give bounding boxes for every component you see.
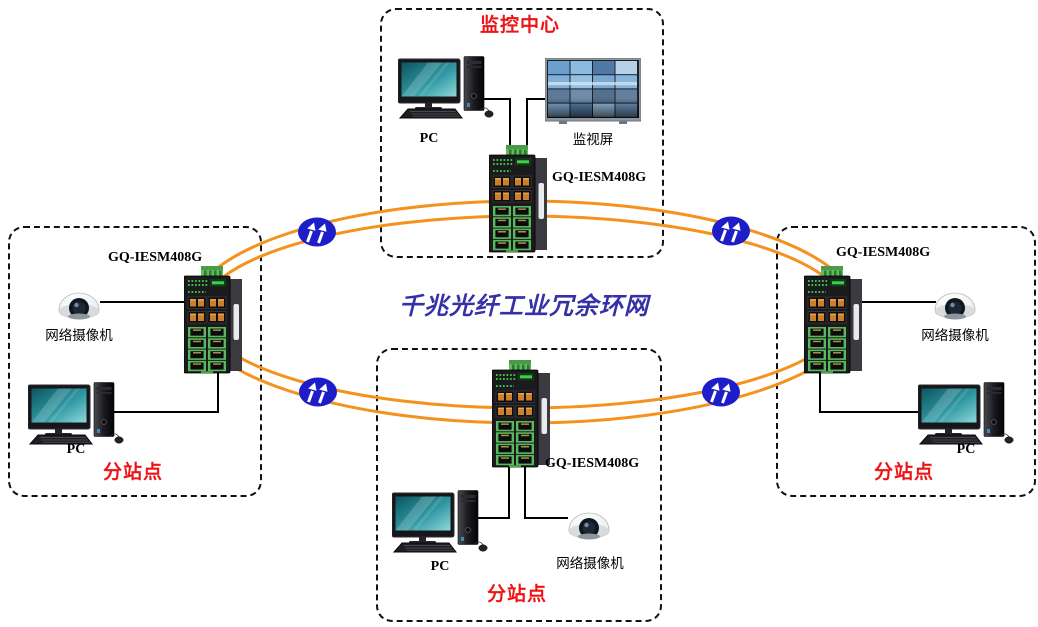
connection-line	[819, 370, 920, 413]
fiber-link-icon	[297, 216, 337, 248]
camera-label: 网络摄像机	[556, 556, 624, 571]
fiber-link-icon	[711, 215, 751, 247]
pc-graphic	[918, 382, 1014, 446]
connection-line	[114, 370, 219, 413]
switch-model-label: GQ-IESM408G	[836, 245, 931, 260]
switch-model-label: GQ-IESM408G	[552, 170, 647, 185]
dome-camera-graphic	[930, 280, 980, 322]
pc-graphic	[392, 490, 488, 554]
video-wall-graphic	[545, 58, 641, 126]
switch-model-label: GQ-IESM408G	[108, 250, 203, 265]
station-box-substation-right	[776, 226, 1036, 497]
fiber-link-icon	[701, 376, 741, 408]
station-title: 分站点	[873, 462, 934, 483]
station-title: 分站点	[486, 584, 547, 605]
connection-line	[526, 98, 545, 158]
station-box-substation-left	[8, 226, 262, 497]
industrial-switch-graphic	[804, 266, 862, 374]
industrial-switch-graphic	[492, 360, 550, 468]
pc-label: PC	[956, 442, 976, 457]
pc-graphic	[28, 382, 124, 446]
connection-line	[482, 98, 511, 158]
station-box-substation-bottom	[376, 348, 662, 622]
station-title: 监控中心	[479, 15, 560, 36]
pc-label: PC	[419, 131, 439, 146]
camera-label: 网络摄像机	[921, 328, 989, 343]
switch-model-label: GQ-IESM408G	[545, 456, 640, 471]
connection-line	[524, 462, 568, 519]
pc-graphic	[398, 56, 494, 120]
fiber-link-icon	[298, 376, 338, 408]
pc-label: PC	[66, 442, 86, 457]
industrial-switch-graphic	[184, 266, 242, 374]
connection-line	[476, 462, 510, 519]
station-title: 分站点	[102, 462, 163, 483]
industrial-switch-graphic	[489, 145, 547, 253]
pc-label: PC	[430, 559, 450, 574]
diagram-title: 千兆光纤工业冗余环网	[399, 291, 649, 320]
dome-camera-graphic	[54, 280, 104, 322]
monitor-wall-label: 监视屏	[572, 132, 614, 147]
station-box-monitoring-center	[380, 8, 664, 258]
camera-label: 网络摄像机	[45, 328, 113, 343]
dome-camera-graphic	[564, 500, 614, 542]
